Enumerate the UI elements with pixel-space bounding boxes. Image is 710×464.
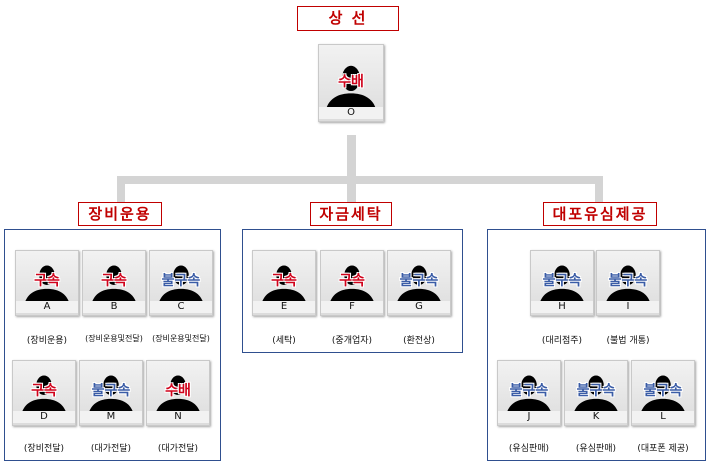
member-letter: G: [388, 301, 450, 313]
member-letter: D: [13, 411, 75, 423]
status-stamp: 불구속: [542, 273, 582, 289]
member-role: (대가전달): [157, 444, 199, 454]
member-card-i: 불구속 I: [596, 250, 660, 316]
member-card-f: 구속 F: [320, 250, 384, 316]
member-letter: I: [597, 301, 659, 313]
connector-left-drop: [117, 176, 125, 204]
status-stamp: 구속: [31, 383, 57, 399]
connector-horizontal: [117, 176, 603, 184]
member-role: (유심판매): [508, 444, 550, 454]
member-role: (대포폰 제공): [637, 444, 689, 454]
member-role: (장비운용및전달): [85, 334, 143, 343]
member-letter: F: [321, 301, 383, 313]
status-stamp: 불구속: [91, 383, 131, 399]
group-title-equipment: 장비운용: [78, 202, 162, 226]
member-role: (환전상): [403, 336, 435, 346]
member-role: (불법 개통): [606, 336, 650, 346]
member-card-n: 수배 N: [146, 360, 210, 426]
member-role: (장비전달): [23, 444, 65, 454]
member-letter: B: [83, 301, 145, 313]
member-letter: M: [80, 411, 142, 423]
status-stamp: 구속: [339, 273, 365, 289]
group-title-sim: 대포유심제공: [543, 202, 657, 226]
status-stamp: 구속: [34, 273, 60, 289]
member-card-a: 구속 A: [15, 250, 79, 316]
member-card-l: 불구속 L: [631, 360, 695, 426]
member-letter: J: [498, 411, 560, 423]
member-card-b: 구속 B: [82, 250, 146, 316]
member-letter: N: [147, 411, 209, 423]
member-card-k: 불구속 K: [564, 360, 628, 426]
member-letter: H: [531, 301, 593, 313]
member-role: (장비운용): [26, 336, 68, 346]
member-letter: A: [16, 301, 78, 313]
member-card-o: 수배 O: [318, 44, 384, 122]
group-title-laundering: 자금세탁: [310, 202, 392, 226]
member-letter: C: [150, 301, 212, 313]
member-role: (장비운용및전달): [152, 334, 210, 343]
status-stamp: 불구속: [576, 383, 616, 399]
status-stamp: 수배: [165, 383, 191, 399]
member-letter: L: [632, 411, 694, 423]
status-stamp: 수배: [338, 74, 364, 90]
member-role: (유심판매): [575, 444, 617, 454]
member-role: (세탁): [272, 336, 296, 346]
connector-right-drop: [595, 176, 603, 204]
status-stamp: 구속: [101, 273, 127, 289]
member-role: (중개업자): [331, 336, 373, 346]
connector-top-vertical: [347, 135, 356, 179]
status-stamp: 불구속: [509, 383, 549, 399]
top-title: 상 선: [297, 6, 399, 31]
status-stamp: 구속: [271, 273, 297, 289]
member-card-e: 구속 E: [252, 250, 316, 316]
member-letter: O: [319, 107, 383, 119]
status-stamp: 불구속: [608, 273, 648, 289]
member-letter: E: [253, 301, 315, 313]
member-role: (대가전달): [90, 444, 132, 454]
member-card-d: 구속 D: [12, 360, 76, 426]
connector-center-drop: [347, 176, 356, 204]
member-card-j: 불구속 J: [497, 360, 561, 426]
status-stamp: 불구속: [399, 273, 439, 289]
member-card-g: 불구속 G: [387, 250, 451, 316]
status-stamp: 불구속: [643, 383, 683, 399]
member-role: (대리점주): [541, 336, 583, 346]
member-card-c: 불구속 C: [149, 250, 213, 316]
member-letter: K: [565, 411, 627, 423]
member-card-h: 불구속 H: [530, 250, 594, 316]
status-stamp: 불구속: [161, 273, 201, 289]
member-card-m: 불구속 M: [79, 360, 143, 426]
